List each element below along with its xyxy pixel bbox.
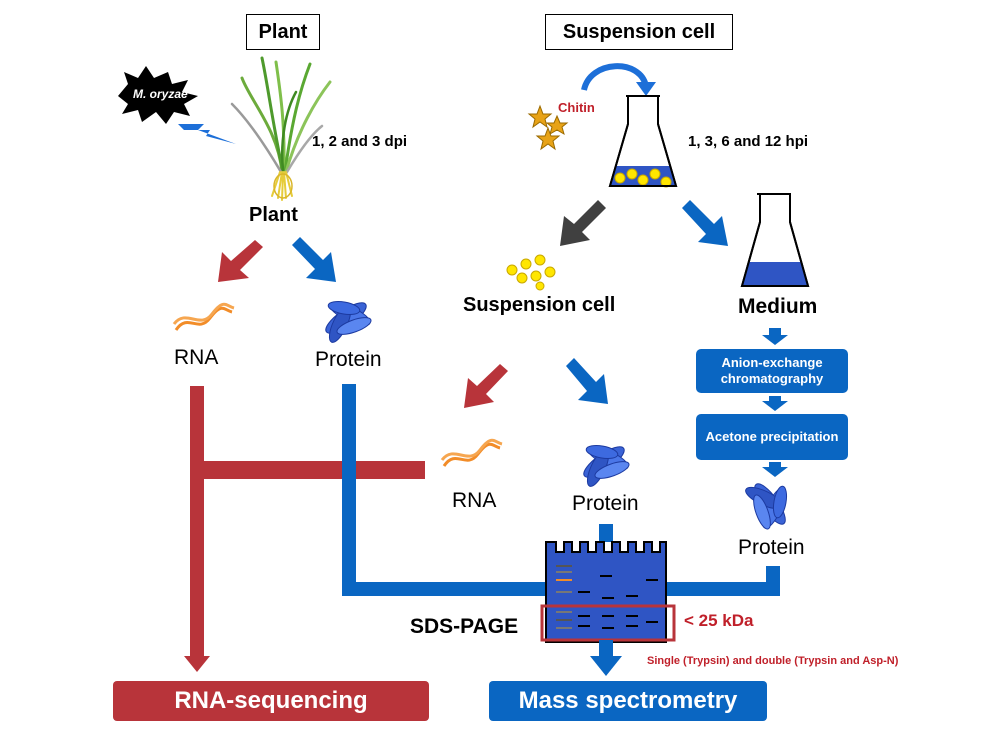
gel-to-ms-arrow xyxy=(590,640,622,676)
arrow-cells-to-protein xyxy=(566,358,608,404)
plant-rna-label: RNA xyxy=(174,346,219,369)
chitin-star-icon xyxy=(527,104,569,151)
protein-flow-line xyxy=(342,384,780,596)
protein-to-gel-line xyxy=(599,524,613,542)
mass-spectrometry-box: Mass spectrometry xyxy=(489,681,767,721)
protein-icon xyxy=(742,479,791,532)
medium-protein-label: Protein xyxy=(738,536,805,559)
arrow-plant-to-rna xyxy=(218,240,263,282)
suspension-cells-icon xyxy=(506,254,556,291)
acetone-precipitation-step: Acetone precipitation xyxy=(696,414,848,460)
anion-exchange-step: Anion-exchange chromatography xyxy=(696,349,848,393)
medium-down-arrows xyxy=(762,328,788,477)
medium-label: Medium xyxy=(738,295,818,318)
m-oryzae-burst-icon xyxy=(118,66,198,124)
rna-strand-icon xyxy=(440,438,504,468)
flask-icon xyxy=(608,95,678,188)
protein-icon xyxy=(321,297,374,346)
cell-protein-label: Protein xyxy=(572,492,639,515)
suspension-cell-label: Suspension cell xyxy=(463,294,616,316)
arrow-to-medium xyxy=(682,200,728,246)
arrow-cells-to-rna xyxy=(464,364,508,408)
sds-page-label: SDS-PAGE xyxy=(410,615,519,638)
plant-protein-label: Protein xyxy=(315,348,382,371)
cutoff-label: < 25 kDa xyxy=(684,611,754,630)
cell-timepoints: 1, 3, 6 and 12 hpi xyxy=(688,133,809,150)
pathogen-label: M. oryzae xyxy=(133,87,188,101)
arrow-to-cells xyxy=(560,200,606,246)
rna-flow-line xyxy=(184,386,425,672)
rna-sequencing-box: RNA-sequencing xyxy=(113,681,429,721)
chitin-label: Chitin xyxy=(558,100,595,115)
protein-icon xyxy=(579,441,632,490)
digestion-label: Single (Trypsin) and double (Trypsin and… xyxy=(647,655,899,667)
cell-rna-label: RNA xyxy=(452,489,497,512)
plant-sample-label: Plant xyxy=(249,204,298,226)
rice-plant-icon xyxy=(230,56,332,201)
plant-timepoints: 1, 2 and 3 dpi xyxy=(312,133,408,150)
medium-flask-icon xyxy=(740,193,810,287)
suspension-cell-header: Suspension cell xyxy=(545,14,733,50)
arrow-plant-to-protein xyxy=(292,237,336,282)
curved-arrow-icon xyxy=(581,63,656,96)
gel-icon xyxy=(540,541,676,643)
rna-strand-icon xyxy=(172,302,236,332)
lightning-icon xyxy=(178,124,236,144)
plant-header: Plant xyxy=(246,14,320,50)
